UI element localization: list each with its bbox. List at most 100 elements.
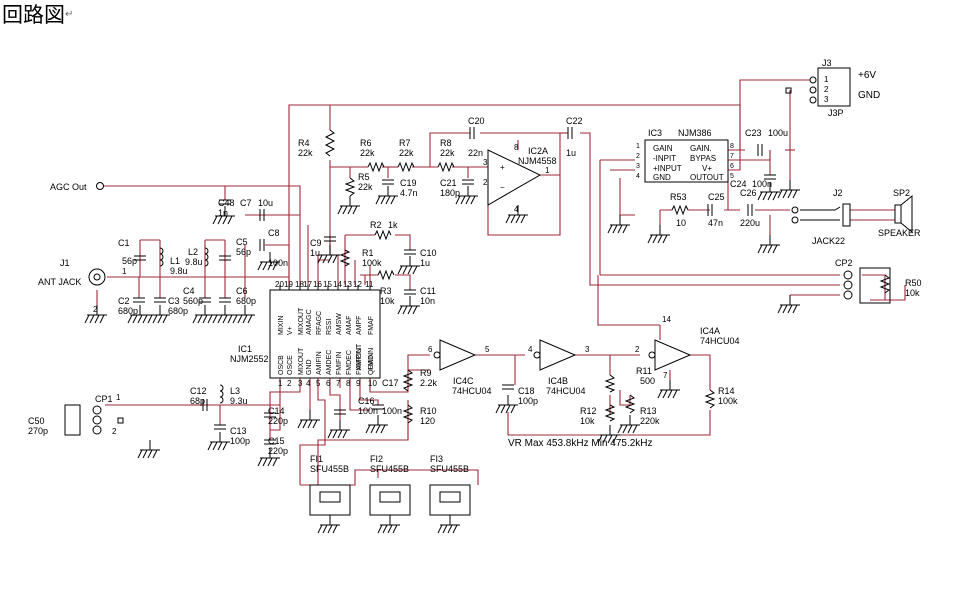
ic3-pin-name: -INPIT	[653, 154, 676, 163]
ic1-pin-name: MIXOUT	[298, 307, 305, 335]
ic1-pin-number: 5	[316, 379, 321, 388]
c16-value: 100n	[358, 406, 378, 416]
fi2-label: FI2	[370, 454, 383, 464]
c50-value: 270p	[28, 426, 48, 436]
ic1-pin-number: 19	[284, 280, 293, 289]
ic1-pin-name: FMDEC	[346, 350, 353, 375]
c26-label: C26	[740, 188, 757, 198]
r3-label: R3	[380, 286, 392, 296]
ic1-pin-name: MIXIN	[278, 316, 285, 335]
ic1-pin-number: 10	[368, 379, 377, 388]
ic1-pin-number: 13	[343, 280, 352, 289]
r50-label: R50	[905, 278, 922, 288]
ic4a-inverter	[654, 339, 692, 371]
c6-value: 680p	[236, 296, 256, 306]
c23-value: 100u	[768, 128, 788, 138]
ic3-pin-name: V+	[702, 164, 712, 173]
ic1-pin-name: FMAF	[368, 316, 375, 335]
c11-value: 10n	[420, 296, 435, 306]
ic1-pin-name: AMIFIN	[316, 351, 323, 375]
ic2a-opamp	[487, 149, 542, 206]
ic1-pin-name: QUADIN	[368, 348, 375, 375]
j2-jack	[791, 203, 851, 227]
l3-value: 9.3u	[230, 396, 248, 406]
ic4-pin-number: 3	[585, 345, 590, 354]
r4-label: R4	[298, 138, 310, 148]
ic4a-part: 74HCU04	[700, 336, 740, 346]
ic2a-part: NJM4558	[518, 156, 557, 166]
ic3-pin-name: GAIN.	[690, 144, 712, 153]
j3p-label: J3P	[828, 108, 844, 118]
ic1-pin-number: 16	[313, 280, 322, 289]
ic1-pin-name: AMPF	[356, 316, 363, 335]
c21-label: C21	[440, 178, 457, 188]
c19-label: C19	[400, 178, 417, 188]
ic1-pin-name: FMIFIN	[336, 352, 343, 375]
c8-label: C8	[268, 228, 280, 238]
l2-label: L2	[188, 247, 198, 257]
r14-label: R14	[718, 386, 735, 396]
c23-label: C23	[745, 128, 762, 138]
ic3-pin-name: +INPUT	[653, 164, 682, 173]
r50-value: 10k	[905, 288, 920, 298]
c17-value: 100n	[382, 406, 402, 416]
c4-label: C4	[183, 286, 195, 296]
ic4c-label: IC4C	[453, 376, 474, 386]
ic2-pin-number: 8	[514, 143, 519, 152]
r2-label: R2	[370, 220, 382, 230]
svg-text:−: −	[500, 183, 505, 192]
c25-label: C25	[708, 192, 725, 202]
ic1-pin-name: OSCB	[278, 355, 285, 375]
r7-value: 22k	[399, 148, 414, 158]
c14-label: C14	[268, 406, 285, 416]
ic4-pin-number: 6	[428, 345, 433, 354]
ic3-pin-number: 5	[730, 173, 734, 180]
c9-value: 1u	[310, 248, 320, 258]
ic4-pin-number: 14	[662, 315, 671, 324]
l3-label: L3	[230, 386, 240, 396]
ic1-pin-name: AMAF	[346, 316, 353, 335]
ic1-pin-name: FMIN	[368, 353, 375, 370]
c5-value: 56p	[236, 247, 251, 257]
ic2a-label: IC2A	[528, 146, 548, 156]
ic4-pin-number: 4	[528, 345, 533, 354]
r14-value: 100k	[718, 396, 738, 406]
cp2-label: CP2	[835, 258, 853, 268]
ic3-pin-number: 3	[636, 163, 640, 170]
r1-label: R1	[362, 248, 374, 258]
c15-label: C15	[268, 436, 285, 446]
fi2-part: SFU455B	[370, 464, 409, 474]
c6-label: C6	[236, 286, 248, 296]
ic1-pin-name: FMIFOUT	[356, 343, 363, 375]
cp1-label: CP1	[95, 394, 113, 404]
ic1-pin-number: 20	[275, 280, 284, 289]
return-mark: ↵	[65, 9, 74, 20]
c1-value: 56p	[122, 256, 137, 266]
agc-terminal	[96, 182, 104, 190]
j3-pin-numbers: 123	[824, 75, 829, 104]
page-title: 回路図↵	[2, 3, 74, 27]
ic3-pin-number: 7	[730, 153, 734, 160]
r6-value: 22k	[360, 148, 375, 158]
c18-label: C18	[518, 386, 535, 396]
ic1-pin-number: 4	[306, 379, 311, 388]
c20-value: 22n	[468, 148, 483, 158]
ant-jack-label: ANT JACK	[38, 277, 81, 287]
r9-label: R9	[420, 368, 432, 378]
c12-label: C12	[190, 386, 207, 396]
c2-value: 680p	[118, 306, 138, 316]
r1-value: 100k	[362, 258, 382, 268]
ic4c-inverter	[439, 339, 477, 371]
ic4c-part: 74HCU04	[452, 386, 492, 396]
r53-value: 10	[676, 218, 686, 228]
r11-value: 500	[640, 376, 655, 386]
r3-value: 10k	[380, 296, 395, 306]
j3-pin-number: 2	[824, 85, 829, 94]
ic1-pin-number: 18	[295, 280, 304, 289]
ic1-pin-name: V+	[287, 326, 294, 335]
ic3-pin-number: 1	[636, 143, 640, 150]
